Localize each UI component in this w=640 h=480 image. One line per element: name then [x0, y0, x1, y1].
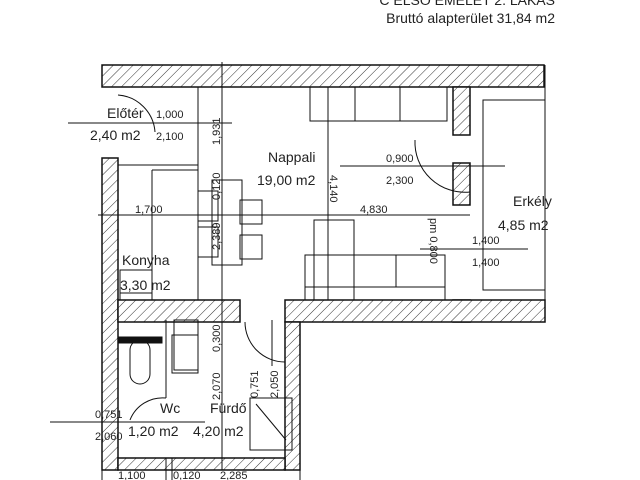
plan-gross-area: Bruttó alapterület 31,84 m2	[386, 10, 555, 26]
interior-lines	[50, 62, 546, 480]
plan-title: C ELSŐ EMELET 2. LAKÁS	[379, 0, 555, 8]
room-name-eloter: Előtér	[107, 105, 144, 121]
dim-label: 0,300	[211, 324, 223, 352]
room-name-furdo: Fürdő	[210, 400, 247, 416]
dim-label: pm 0,800	[427, 218, 439, 264]
dim-label: 2,070	[211, 372, 223, 400]
dim-label: 2,060	[95, 431, 123, 443]
dim-label: 4,140	[327, 175, 339, 203]
dim-label: 0,751	[95, 409, 123, 421]
room-labels: Előtér 2,40 m2 Nappali 19,00 m2 Erkély 4…	[90, 105, 552, 439]
walls	[101, 64, 546, 471]
dim-label: 0,120	[173, 470, 201, 480]
dimension-labels: 1,000 2,100 0,900 2,300 1,400 1,400 0,75…	[95, 109, 500, 480]
dim-label: 1,000	[156, 109, 184, 121]
dim-label: 1,700	[135, 204, 163, 216]
dim-label: 1,400	[472, 235, 500, 247]
dim-label: 0,751	[249, 370, 261, 398]
room-name-erkely: Erkély	[513, 193, 552, 209]
room-area-furdo: 4,20 m2	[193, 423, 244, 439]
dim-label: 2,389	[211, 222, 223, 250]
room-area-nappali: 19,00 m2	[257, 172, 316, 188]
dim-label: 1,100	[118, 470, 146, 480]
dim-label: 2,285	[220, 470, 248, 480]
dim-label: 1,400	[472, 257, 500, 269]
dim-label: 0,900	[386, 153, 414, 165]
dim-label: 2,300	[386, 175, 414, 187]
dim-label: 0,120	[211, 172, 223, 200]
room-name-wc: Wc	[160, 400, 180, 416]
dim-label: 4,830	[360, 204, 388, 216]
room-name-konyha: Konyha	[122, 252, 170, 268]
room-area-erkely: 4,85 m2	[498, 217, 549, 233]
room-area-wc: 1,20 m2	[128, 423, 179, 439]
room-area-eloter: 2,40 m2	[90, 127, 141, 143]
room-name-nappali: Nappali	[268, 149, 315, 165]
dim-label: 2,100	[156, 131, 184, 143]
dim-label: 1,931	[211, 117, 223, 145]
room-area-konyha: 3,30 m2	[120, 277, 171, 293]
dim-label: 2,050	[269, 370, 281, 398]
